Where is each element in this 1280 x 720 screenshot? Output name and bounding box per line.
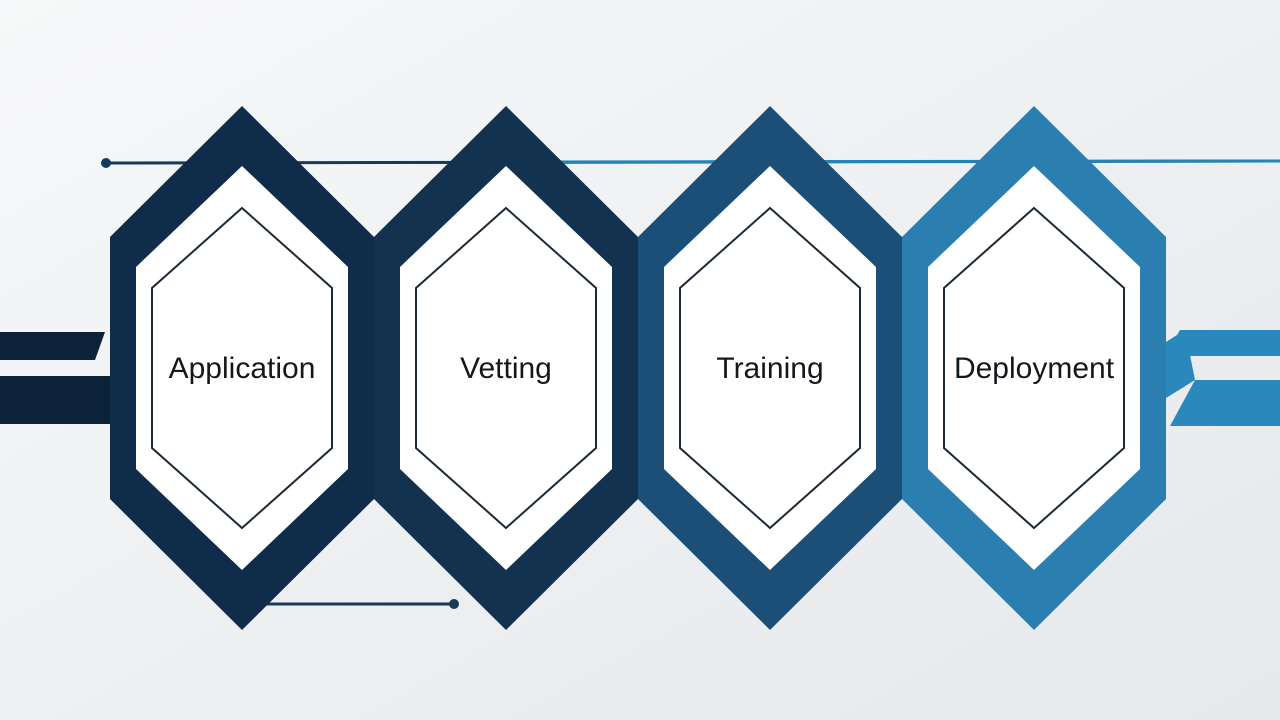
stage-deployment: Deployment: [902, 106, 1166, 630]
band-left-top: [0, 332, 105, 360]
band-right-top: [1165, 330, 1280, 356]
stage-training: Training: [638, 106, 902, 630]
hexagon-inner: [943, 206, 1125, 530]
top-line-accent: [519, 159, 1280, 164]
stage-label: Deployment: [954, 352, 1115, 385]
stage-label: Vetting: [460, 352, 552, 385]
hexagon-inner: [151, 206, 333, 530]
stage-label: Training: [716, 352, 823, 385]
start-dot: [101, 158, 111, 168]
hexagon-inner: [415, 206, 597, 530]
end-dot: [449, 599, 459, 609]
stage-group: Application Vetting Training Deployment: [110, 106, 1166, 630]
stage-application: Application: [110, 106, 374, 630]
band-right-bottom: [1170, 380, 1280, 426]
hexagon-inner: [679, 206, 861, 530]
stage-vetting: Vetting: [374, 106, 638, 630]
stage-label: Application: [169, 352, 316, 385]
